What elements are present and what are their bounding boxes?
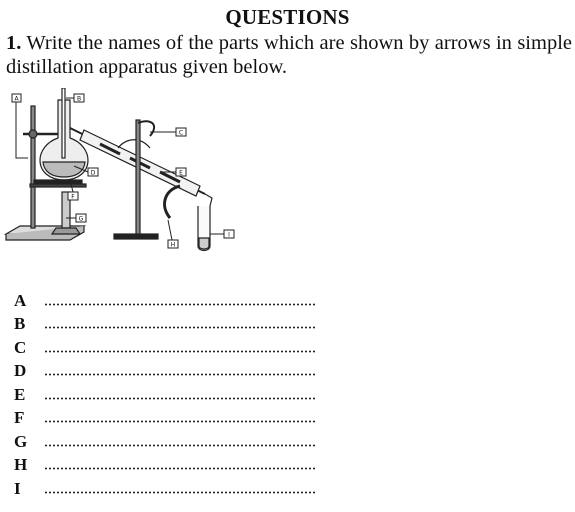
diagram-label-e: E <box>179 170 183 177</box>
answer-blank[interactable] <box>44 301 316 307</box>
answer-blank[interactable] <box>44 372 316 377</box>
answer-row-d: D <box>14 358 334 382</box>
answer-letter: A <box>14 290 27 310</box>
diagram-label-f: F <box>71 194 75 201</box>
answer-letter: B <box>14 314 26 333</box>
water-out-tube <box>117 139 151 149</box>
answer-blank[interactable] <box>44 466 316 471</box>
diagram-label-a: A <box>14 96 19 103</box>
page-title: QUESTIONS <box>225 5 350 29</box>
diagram-label-b: B <box>77 96 81 103</box>
answer-row-f: F <box>14 405 334 429</box>
answer-row-h: H <box>14 452 334 476</box>
answer-row-c: C <box>14 334 334 358</box>
answer-list: A B C D E F G H I <box>14 287 334 499</box>
answer-row-g: G <box>14 428 334 452</box>
answer-blank[interactable] <box>44 348 316 354</box>
answer-letter: D <box>14 361 27 380</box>
distillation-apparatus-diagram: A B C D E F G H I <box>3 88 235 252</box>
answer-letter: H <box>14 455 28 474</box>
diagram-label-g: G <box>79 216 84 223</box>
question-number: 1. <box>6 32 22 54</box>
answer-row-e: E <box>14 381 334 405</box>
diagram-label-i: I <box>228 232 230 239</box>
answer-blank[interactable] <box>44 442 316 448</box>
question-1: 1. Write the names of the parts which ar… <box>6 31 572 79</box>
diagram-label-d: D <box>91 170 96 177</box>
diagram-label-c: C <box>179 130 183 137</box>
thermometer <box>61 88 66 159</box>
answer-letter: G <box>14 431 28 451</box>
answer-letter: F <box>14 408 25 427</box>
question-text: Write the names of the parts which are s… <box>6 32 572 78</box>
water-in-tube <box>163 184 181 219</box>
stand-rod <box>30 105 36 229</box>
answer-letter: E <box>14 384 26 404</box>
answer-blank[interactable] <box>44 325 316 330</box>
diagram-label-h: H <box>171 242 176 249</box>
answer-row-b: B <box>14 311 334 335</box>
answer-row-a: A <box>14 287 334 311</box>
answer-letter: C <box>14 337 27 357</box>
answer-row-i: I <box>14 475 334 499</box>
answer-blank[interactable] <box>44 395 316 401</box>
answer-blank[interactable] <box>44 419 316 424</box>
answer-letter: I <box>14 478 21 498</box>
answer-blank[interactable] <box>44 489 316 495</box>
